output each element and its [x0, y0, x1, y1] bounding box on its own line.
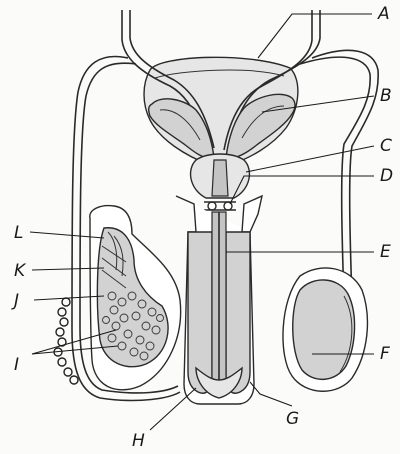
label-G: G — [286, 409, 299, 429]
label-D: D — [380, 166, 393, 186]
label-L: L — [14, 223, 23, 243]
coiled-duct — [54, 298, 78, 384]
prostate-gland — [191, 154, 250, 198]
penis — [176, 196, 262, 404]
label-I: I — [14, 355, 19, 375]
label-J: J — [11, 291, 19, 311]
label-E: E — [380, 242, 391, 262]
label-K: K — [14, 261, 27, 281]
scrotum-left — [90, 206, 181, 390]
label-A: A — [377, 4, 390, 24]
label-H: H — [132, 431, 145, 451]
label-B: B — [380, 86, 392, 106]
label-F: F — [380, 344, 390, 364]
bulbourethral-glands — [204, 202, 236, 210]
label-C: C — [380, 136, 392, 156]
scrotum-right — [283, 268, 367, 391]
